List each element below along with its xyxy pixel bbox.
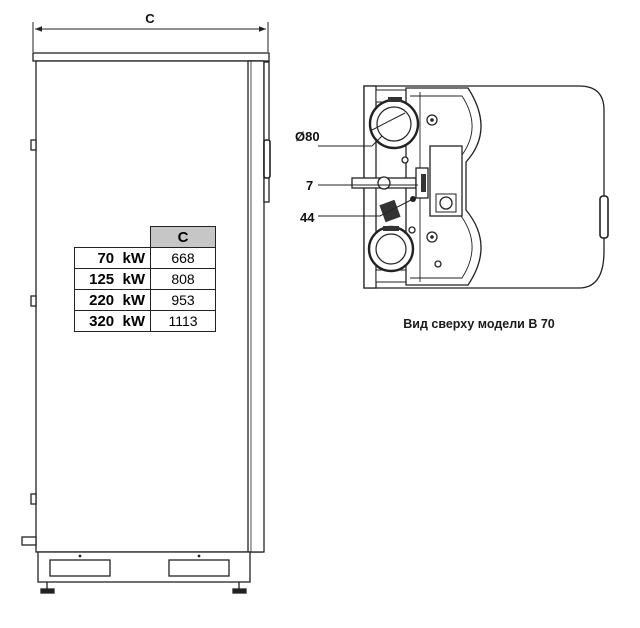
- foot-right: [232, 582, 247, 594]
- model-cell: 220 kW: [74, 289, 151, 311]
- model-cell: 125 kW: [74, 268, 151, 290]
- table-row: 70 kW 668: [74, 247, 216, 269]
- label-item-44: 44: [300, 210, 315, 225]
- screws: [401, 114, 442, 268]
- top-view-caption: Вид сверху модели В 70: [403, 317, 555, 331]
- dimension-label-c: C: [145, 11, 155, 26]
- value-cell: 668: [150, 247, 216, 269]
- hinge-bottom: [30, 493, 37, 505]
- table-header-row: C: [75, 226, 216, 248]
- value-cell: 808: [150, 268, 216, 290]
- side-knob: [263, 139, 271, 179]
- width-dimension-line: [32, 22, 269, 52]
- dimension-table: C 70 kW 668 125 kW 808 220 kW 953 320 kW…: [74, 226, 216, 332]
- column-header-c: C: [150, 226, 216, 248]
- model-cell: 70 kW: [74, 247, 151, 269]
- value-cell: 953: [150, 289, 216, 311]
- foot-left: [40, 582, 55, 594]
- hinge-top: [30, 139, 37, 151]
- top-view: [318, 85, 609, 289]
- table-row: 320 kW 1113: [74, 310, 216, 332]
- value-cell: 1113: [150, 310, 216, 332]
- side-protrusion: [263, 61, 270, 203]
- base-slot-left: [49, 559, 111, 577]
- base-slot-right: [168, 559, 230, 577]
- table-row: 125 kW 808: [74, 268, 216, 290]
- drain-fitting: [21, 536, 37, 546]
- top-view-side-knob: [599, 195, 609, 239]
- table-row: 220 kW 953: [74, 289, 216, 311]
- side-panel: [247, 60, 265, 553]
- hinge-middle: [30, 295, 37, 307]
- top-lid: [32, 52, 270, 62]
- table-corner: [75, 227, 151, 248]
- label-flue-diameter: Ø80: [295, 129, 320, 144]
- model-cell: 320 kW: [74, 310, 151, 332]
- label-item-7: 7: [306, 178, 313, 193]
